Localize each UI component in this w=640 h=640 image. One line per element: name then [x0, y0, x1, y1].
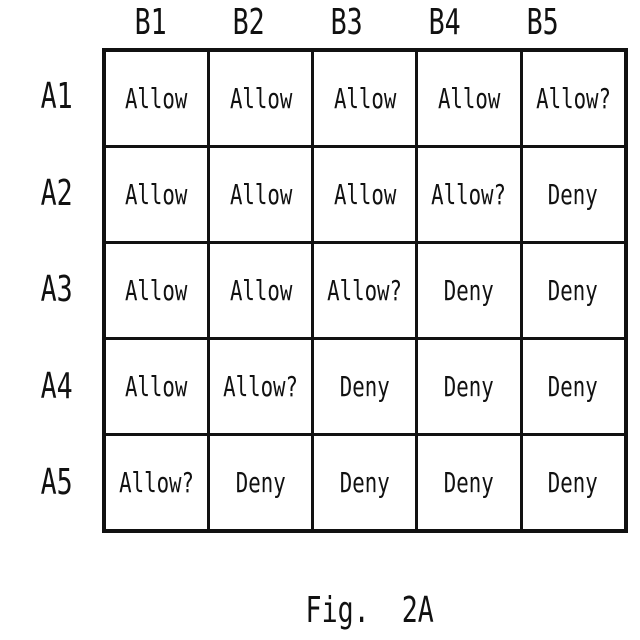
matrix-cell-a1-b2: Allow: [207, 48, 315, 148]
column-header-b5-label: B5: [526, 2, 560, 43]
table-row: Allow? Deny Deny Deny Deny: [102, 433, 628, 533]
column-header-b4: B4: [396, 2, 494, 44]
matrix-cell-value: Allow: [229, 274, 292, 307]
row-header-a2: A2: [24, 172, 90, 216]
matrix-cell-value: Allow?: [431, 178, 507, 211]
matrix-cell-a4-b1: Allow: [102, 337, 211, 436]
column-header-b1: B1: [102, 2, 200, 44]
row-header-a1: A1: [24, 75, 90, 119]
column-header-b3: B3: [298, 2, 396, 44]
table-row: Allow Allow Allow? Deny Deny: [102, 241, 628, 340]
matrix-cell-value: Deny: [548, 274, 599, 307]
matrix-cell-a1-b3: Allow: [311, 48, 419, 148]
matrix-cell-value: Deny: [548, 466, 599, 499]
column-header-b2: B2: [200, 2, 298, 44]
matrix-cell-a3-b1: Allow: [102, 241, 211, 340]
matrix-cell-value: Allow: [125, 370, 188, 403]
table-row: Allow Allow? Deny Deny Deny: [102, 337, 628, 436]
matrix-cell-a2-b5: Deny: [519, 145, 628, 244]
matrix-cell-value: Allow: [125, 274, 188, 307]
column-header-b4-label: B4: [428, 2, 462, 43]
row-header-a2-label: A2: [40, 173, 74, 214]
permission-matrix-table: Allow Allow Allow Allow Allow? Allow All…: [102, 48, 628, 533]
matrix-cell-a4-b3: Deny: [311, 337, 419, 436]
figure-caption: Fig. 2A: [250, 590, 490, 632]
row-header-a3-label: A3: [40, 269, 74, 310]
row-header-a4: A4: [24, 365, 90, 409]
row-header-a5: A5: [24, 461, 90, 505]
matrix-cell-value: Deny: [548, 370, 599, 403]
matrix-cell-a4-b5: Deny: [519, 337, 628, 436]
matrix-cell-a1-b5: Allow?: [519, 48, 628, 148]
matrix-cell-a5-b1: Allow?: [102, 433, 211, 533]
matrix-cell-a5-b2: Deny: [207, 433, 315, 533]
column-header-b1-label: B1: [134, 2, 168, 43]
column-header-b3-label: B3: [330, 2, 364, 43]
matrix-cell-a3-b5: Deny: [519, 241, 628, 340]
matrix-cell-value: Allow: [333, 178, 397, 211]
matrix-cell-value: Allow: [437, 82, 501, 115]
figure-caption-label: Fig. 2A: [305, 590, 435, 631]
table-row: Allow Allow Allow Allow Allow?: [102, 48, 628, 148]
matrix-cell-a2-b2: Allow: [207, 145, 315, 244]
matrix-cell-a3-b3: Allow?: [311, 241, 419, 340]
matrix-cell-value: Deny: [548, 178, 599, 211]
matrix-cell-value: Allow: [125, 178, 188, 211]
matrix-cell-value: Deny: [444, 370, 494, 403]
row-header-a4-label: A4: [40, 366, 74, 407]
matrix-cell-value: Deny: [444, 466, 494, 499]
matrix-cell-a1-b4: Allow: [415, 48, 523, 148]
column-header-b2-label: B2: [232, 2, 266, 43]
matrix-cell-value: Allow?: [119, 466, 195, 499]
matrix-cell-value: Allow: [333, 82, 397, 115]
matrix-cell-a4-b2: Allow?: [207, 337, 315, 436]
table-row: Allow Allow Allow Allow? Deny: [102, 145, 628, 244]
matrix-cell-value: Allow?: [535, 82, 611, 115]
matrix-cell-value: Allow: [229, 178, 292, 211]
row-header-a5-label: A5: [40, 462, 74, 503]
matrix-cell-value: Allow: [125, 82, 188, 115]
matrix-cell-a2-b4: Allow?: [415, 145, 523, 244]
matrix-cell-a4-b4: Deny: [415, 337, 523, 436]
matrix-cell-a2-b1: Allow: [102, 145, 211, 244]
matrix-cell-value: Deny: [235, 466, 286, 499]
column-header-b5: B5: [494, 2, 592, 44]
row-header-a3: A3: [24, 268, 90, 312]
matrix-cell-a5-b3: Deny: [311, 433, 419, 533]
matrix-cell-value: Deny: [339, 370, 390, 403]
matrix-cell-value: Allow?: [327, 274, 403, 307]
matrix-cell-a5-b5: Deny: [519, 433, 628, 533]
matrix-cell-a3-b4: Deny: [415, 241, 523, 340]
matrix-cell-value: Allow: [229, 82, 292, 115]
row-header-a1-label: A1: [40, 76, 74, 117]
matrix-cell-value: Deny: [339, 466, 390, 499]
matrix-cell-value: Deny: [444, 274, 494, 307]
matrix-cell-a2-b3: Allow: [311, 145, 419, 244]
matrix-cell-value: Allow?: [223, 370, 299, 403]
matrix-cell-a5-b4: Deny: [415, 433, 523, 533]
matrix-cell-a3-b2: Allow: [207, 241, 315, 340]
matrix-cell-a1-b1: Allow: [102, 48, 211, 148]
